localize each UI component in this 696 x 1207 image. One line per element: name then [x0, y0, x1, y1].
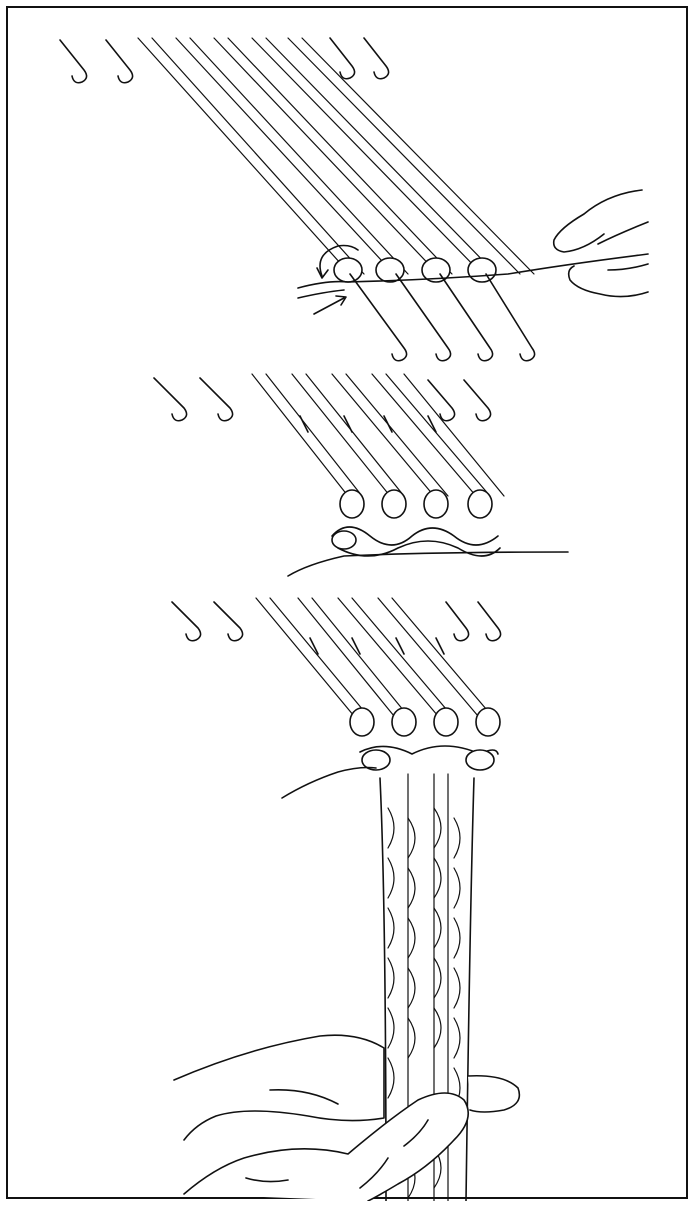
needle-bundle	[252, 374, 504, 496]
lucet-cord-illustration	[8, 8, 690, 1201]
illustration-frame	[6, 6, 688, 1199]
panel-step-finished-cord	[172, 598, 519, 1201]
hand-holding-yarn	[554, 190, 648, 297]
idle-hooks-top-right	[446, 602, 501, 641]
idle-hooks-top-left	[60, 40, 133, 83]
stitch-loops	[332, 490, 500, 556]
stitch-loops	[350, 708, 500, 770]
idle-hooks-top-left	[154, 378, 233, 421]
needle-bundle	[138, 38, 534, 274]
yarn-strand	[282, 768, 376, 799]
panel-step-wrap-yarn	[60, 38, 648, 361]
needle-tips	[300, 416, 436, 432]
idle-hooks-top-right	[330, 38, 389, 79]
yarn-strand	[288, 552, 568, 576]
panel-step-first-row-loops	[154, 374, 568, 576]
idle-hooks-top-left	[172, 602, 243, 641]
